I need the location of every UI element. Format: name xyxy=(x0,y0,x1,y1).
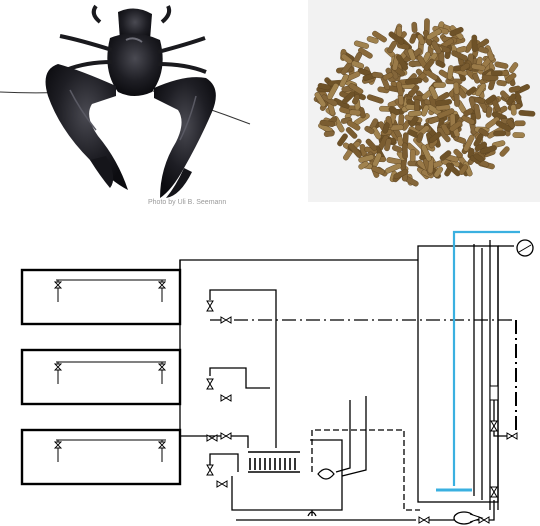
tank-3 xyxy=(22,430,180,484)
nozzle-valve-icon xyxy=(55,442,61,448)
nozzle-valve-icon xyxy=(55,282,61,288)
water-inlet-line xyxy=(436,232,520,490)
valve-icon xyxy=(221,433,231,439)
sump-valve-icon xyxy=(318,469,334,479)
valve-icon xyxy=(207,301,213,311)
valve-icon xyxy=(491,421,497,431)
valve-icon xyxy=(207,379,213,389)
nozzle-valve-icon xyxy=(55,364,61,370)
valve-icon xyxy=(221,317,231,323)
column-tank xyxy=(418,246,498,502)
valve-icon xyxy=(207,465,213,475)
tank-1 xyxy=(22,270,180,324)
nozzle-valve-icon xyxy=(159,442,165,448)
nozzle-valve-icon xyxy=(159,364,165,370)
nozzle-valve-icon xyxy=(159,282,165,288)
valve-icon xyxy=(419,517,429,523)
tank-2 xyxy=(22,350,180,404)
filter-media xyxy=(250,458,295,470)
valve-icon xyxy=(491,487,497,497)
flow-meter-icon xyxy=(490,386,498,400)
pump-icon xyxy=(517,240,533,256)
valve-icon xyxy=(507,433,517,439)
valve-icon xyxy=(479,517,489,523)
circulation-pump-icon xyxy=(454,512,482,524)
nozzles xyxy=(55,280,165,462)
valve-icon xyxy=(221,395,231,401)
valve-icon xyxy=(217,481,227,487)
